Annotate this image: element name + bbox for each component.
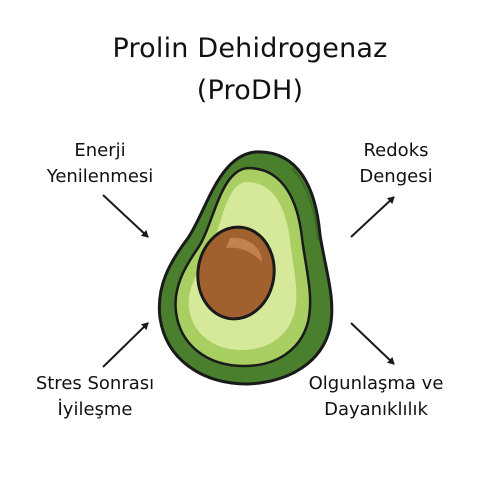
label-bottom-left-line-2: İyileşme [57, 399, 133, 420]
label-top-left: Enerji Yenilenmesi [10, 138, 190, 190]
arrow-top-right [350, 196, 395, 238]
avocado-pit-highlight [226, 237, 262, 262]
label-top-right-line-2: Dengesi [359, 166, 433, 187]
page-title-line-2: (ProDH) [196, 75, 304, 106]
arrow-bottom-right [350, 322, 395, 365]
label-bottom-left-line-1: Stres Sonrası [35, 373, 155, 394]
label-bottom-left: Stres Sonrası İyileşme [5, 371, 185, 423]
avocado-half-icon [157, 150, 334, 386]
label-bottom-right-line-2: Dayanıklılık [324, 399, 428, 420]
label-top-left-line-2: Yenilenmesi [46, 166, 154, 187]
arrow-bottom-left [102, 322, 149, 368]
page-title-line-1: Prolin Dehidrogenaz [112, 33, 388, 64]
label-top-left-line-1: Enerji [74, 140, 126, 161]
arrow-top-left [102, 194, 149, 238]
label-bottom-right-line-1: Olgunlaşma ve [308, 373, 444, 394]
avocado-skin-shine [291, 167, 319, 241]
label-top-right-line-1: Redoks [363, 140, 429, 161]
label-top-right: Redoks Dengesi [306, 138, 486, 190]
label-bottom-right: Olgunlaşma ve Dayanıklılık [286, 371, 466, 423]
